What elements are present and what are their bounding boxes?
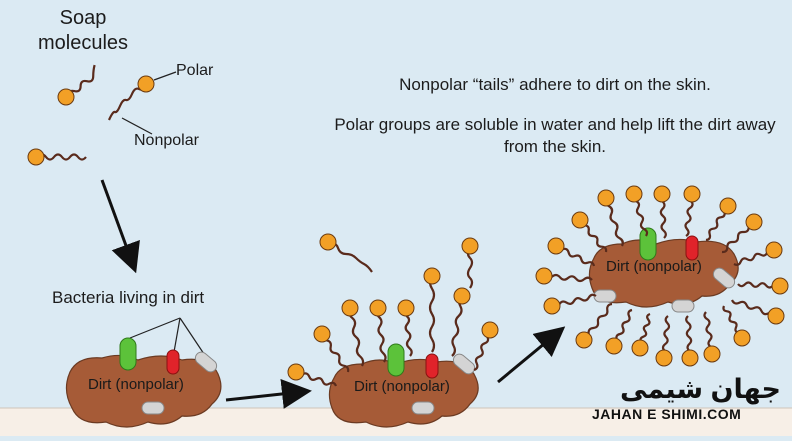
attached-molecule [575,302,613,349]
attached-molecule [655,315,673,367]
down-arrow [100,179,140,274]
attached-soap-molecules-2 [287,267,499,387]
polar-label: Polar [176,62,214,79]
soap-molecule-2 [107,75,155,121]
attached-molecule [721,213,763,254]
soap-molecule-1 [57,64,96,106]
attached-molecule [451,287,471,357]
attached-molecule [341,299,365,367]
attached-molecule [473,321,499,372]
watermark-logo: جهان شیمی JAHAN E SHIMI.COM [592,374,782,430]
attached-molecule [730,299,785,325]
watermark-persian: جهان شیمی [620,374,781,404]
dirt-label-2: Dirt (nonpolar) [354,378,450,395]
dirt-label-1: Dirt (nonpolar) [88,376,184,393]
attached-molecule [535,267,593,285]
attached-molecule [653,185,671,239]
nonpolar-label: Nonpolar [134,132,199,149]
attached-molecule [313,325,350,373]
watermark-latin: JAHAN E SHIMI.COM [592,406,742,422]
dirt-blob-3 [588,227,739,313]
attached-molecule [397,299,415,357]
floating-molecule-b [461,237,479,289]
dirt-blob-1 [65,337,222,428]
attached-molecule [543,293,597,315]
attached-molecule [681,315,699,367]
attached-molecule [733,241,783,266]
attached-molecule [705,197,737,242]
attached-molecule [631,312,651,357]
attached-molecule [547,237,596,267]
bacteria-label: Bacteria living in dirt [52,288,205,307]
right-arrow-2 [497,326,566,384]
dirt-label-3: Dirt (nonpolar) [606,258,702,275]
attached-molecule [722,305,751,347]
right-arrow-1 [225,379,312,409]
polar-pointer [153,71,177,81]
note-tails: Nonpolar “tails” adhere to dirt on the s… [399,75,711,94]
attached-molecule [423,267,441,353]
dirt-blob-2 [328,343,479,428]
floating-molecule-a [319,233,373,273]
soap-molecules-title: Soap molecules [38,7,129,54]
attached-molecule [605,308,633,355]
attached-molecule [737,277,789,295]
attached-molecule [625,185,649,237]
attached-molecule [683,185,701,237]
nonpolar-pointer [121,117,153,135]
soap-molecule-3 [27,148,87,166]
attached-molecule [571,211,608,253]
attached-molecule [703,311,721,363]
attached-molecule [287,363,338,387]
note-polar: Polar groups are soluble in water and he… [334,115,776,156]
attached-molecule [597,189,624,247]
attached-molecule [369,299,387,363]
attached-soap-molecules-3 [535,185,789,367]
